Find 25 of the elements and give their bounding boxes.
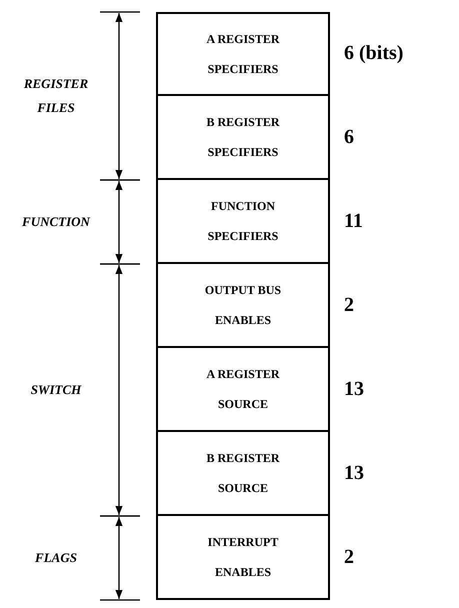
group-label: SWITCH [30, 381, 82, 399]
bit-count: 6 [344, 126, 354, 149]
bit-count: 2 [344, 546, 354, 569]
field-box [156, 430, 330, 516]
bit-count: 13 [344, 462, 364, 485]
bit-count: 13 [344, 378, 364, 401]
bit-count: 11 [344, 210, 363, 233]
group-label: FLAGS [34, 549, 78, 567]
bit-count: 6 (bits) [344, 42, 404, 65]
field-name: B REGISTER SPECIFIERS [205, 114, 281, 161]
field-name: INTERRUPT ENABLES [206, 534, 280, 581]
field-box [156, 94, 330, 180]
field-box [156, 514, 330, 600]
field-name: FUNCTION SPECIFIERS [206, 198, 280, 245]
field-box [156, 346, 330, 432]
field-box [156, 12, 330, 96]
field-box [156, 262, 330, 348]
field-box [156, 178, 330, 264]
group-label: REGISTER FILES [22, 75, 90, 117]
field-name: A REGISTER SOURCE [205, 366, 281, 413]
field-name: B REGISTER SOURCE [205, 450, 281, 497]
field-name: OUTPUT BUS ENABLES [204, 282, 282, 329]
group-label: FUNCTION [21, 213, 92, 231]
field-name: A REGISTER SPECIFIERS [205, 31, 281, 78]
bit-count: 2 [344, 294, 354, 317]
